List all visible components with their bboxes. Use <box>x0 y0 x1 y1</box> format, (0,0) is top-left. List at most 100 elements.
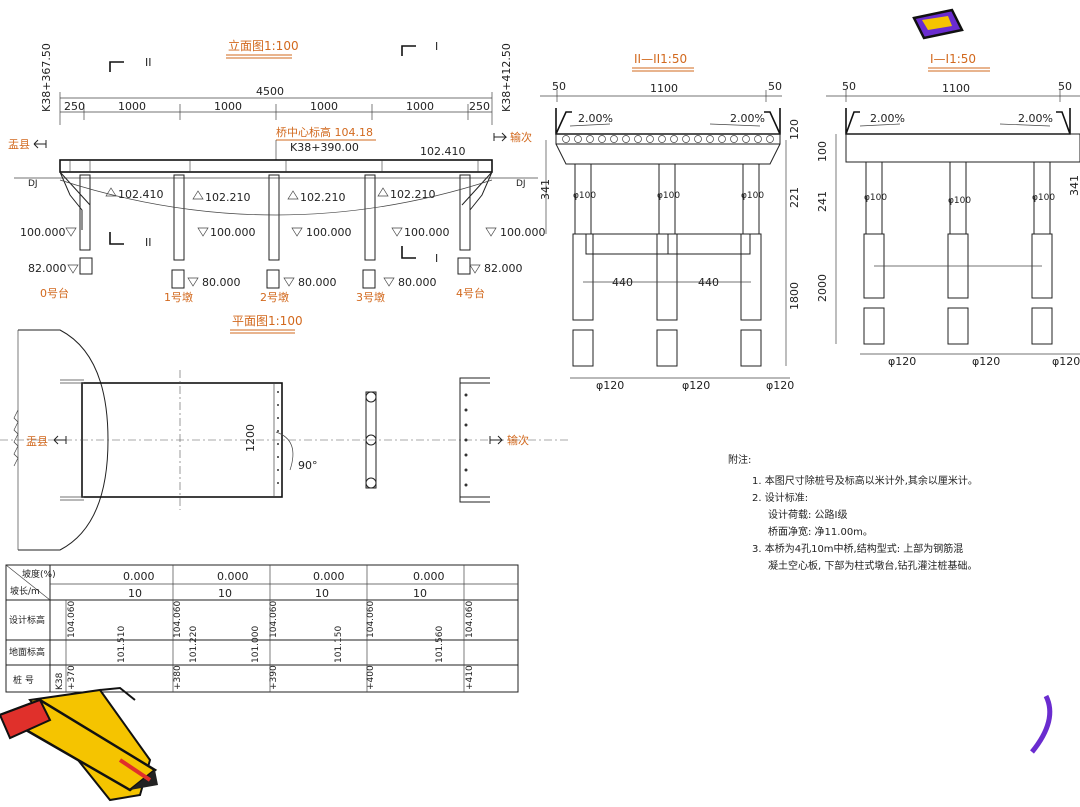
section-i-height-2000: 2000 <box>816 274 829 302</box>
ground-elev-1: 102.410 <box>118 188 164 201</box>
ground-elev-table-3: 101.000 <box>251 626 261 663</box>
plan-width: 1200 <box>244 424 257 452</box>
design-elev-3: 104.060 <box>269 601 279 638</box>
note-2: 2. 设计标准: <box>752 493 809 504</box>
deck-right-elevation: 102.410 <box>420 145 466 158</box>
pile-bottom-elev-1: 80.000 <box>202 276 241 289</box>
section-ii-col-diam-1: φ100 <box>573 191 596 201</box>
section-i-slope-right: 2.00% <box>1018 112 1053 125</box>
center-station: K38+390.00 <box>290 141 359 154</box>
pile-top-elev-0: 100.000 <box>20 226 66 239</box>
station-1: +370 <box>67 665 77 690</box>
table-length-1: 10 <box>128 587 142 600</box>
note-2b: 桥面净宽: 净11.00m。 <box>768 527 873 538</box>
section-i-title: I—I1:50 <box>930 52 976 66</box>
section-i-col-diam-2: φ100 <box>948 196 971 206</box>
pile-top-elev-1: 100.000 <box>210 226 256 239</box>
row-label-design: 设计标高 <box>9 614 45 626</box>
table-slope-4: 0.000 <box>413 570 445 583</box>
table-slope-1: 0.000 <box>123 570 155 583</box>
dim-span-1: 1000 <box>118 100 146 113</box>
section-mark-ii-top: II <box>145 56 152 69</box>
row-label-station: 桩 号 <box>13 674 34 686</box>
dim-span-4: 1000 <box>406 100 434 113</box>
table-length-3: 10 <box>315 587 329 600</box>
pile-bottom-elev-4: 82.000 <box>484 262 523 275</box>
section-ii-slope-right: 2.00% <box>730 112 765 125</box>
pile-bottom-elev-2: 80.000 <box>298 276 337 289</box>
ground-elev-table-5: 101.560 <box>435 626 445 663</box>
ground-elev-3: 102.210 <box>300 191 346 204</box>
section-i-pile-diam-3: φ120 <box>1052 355 1080 368</box>
pile-bottom-elev-3: 80.000 <box>398 276 437 289</box>
design-elev-5: 104.060 <box>465 601 475 638</box>
section-ii-title: II—II1:50 <box>634 52 687 66</box>
ground-elev-table-1: 101.510 <box>117 626 127 663</box>
section-ii-slope-left: 2.00% <box>578 112 613 125</box>
elevation-title: 立面图1:100 <box>228 38 299 53</box>
station-right: K38+412.50 <box>500 43 513 112</box>
section-ii-height-221: 221 <box>788 187 801 208</box>
section-ii-deck-depth: 120 <box>788 119 801 140</box>
section-ii-dim-right: 50 <box>768 80 782 93</box>
table-corner-length: 坡长/m <box>10 585 40 597</box>
section-ii-dim-mid: 1100 <box>650 82 678 95</box>
design-elev-4: 104.060 <box>366 601 376 638</box>
support-2: 2号墩 <box>260 290 289 304</box>
section-ii-view: II—II1:50 50 1100 50 2.00% 2.00% 120 <box>539 52 801 392</box>
section-ii-spacing-1: 440 <box>612 276 633 289</box>
section-ii-dim-left: 50 <box>552 80 566 93</box>
section-i-deck-depth: 100 <box>816 141 829 162</box>
deck-slab <box>59 159 493 173</box>
design-elev-1: 104.060 <box>67 601 77 638</box>
notes-block: 附注: 1. 本图尺寸除桩号及标高以米计外,其余以厘米计。 2. 设计标准: 设… <box>728 452 1068 575</box>
section-ii-pile-diam-2: φ120 <box>682 379 710 392</box>
support-3: 3号墩 <box>356 290 385 304</box>
ground-elev-2: 102.210 <box>205 191 251 204</box>
note-1: 1. 本图尺寸除桩号及标高以米计外,其余以厘米计。 <box>752 476 978 487</box>
profile-table: 坡度(%) 坡长/m 0.000 0.000 0.000 0.000 10 10… <box>5 564 519 693</box>
section-i-height-341: 341 <box>1068 175 1080 196</box>
design-elev-2: 104.060 <box>173 601 183 638</box>
notes-heading: 附注: <box>728 455 752 466</box>
section-ii-height-1800: 1800 <box>788 282 801 310</box>
dim-end-left: 250 <box>64 100 85 113</box>
plan-view: 平面图1:100 1200 90° 盂县 输次 <box>0 314 570 551</box>
pile-top-elev-3: 100.000 <box>404 226 450 239</box>
dim-span-2: 1000 <box>214 100 242 113</box>
note-2a: 设计荷载: 公路Ⅰ级 <box>768 510 848 521</box>
pencil-clipart <box>0 686 158 802</box>
section-ii-pile-diam-1: φ120 <box>596 379 624 392</box>
section-i-view: I—I1:50 50 1100 50 2.00% 2.00% 100 241 2… <box>816 52 1080 368</box>
station-4: +400 <box>366 665 376 690</box>
table-slope-3: 0.000 <box>313 570 345 583</box>
total-span: 4500 <box>256 85 284 98</box>
table-corner-slope: 坡度(%) <box>22 568 56 580</box>
support-4: 4号台 <box>456 286 485 300</box>
elevation-view: 立面图1:100 II I K38+367.50 K38+412.50 4500… <box>8 38 546 304</box>
note-3: 3. 本桥为4孔10m中桥,结构型式: 上部为钢筋混 <box>752 544 964 555</box>
section-i-col-diam-3: φ100 <box>1032 193 1055 203</box>
station-2: +380 <box>173 665 183 690</box>
station-3: +390 <box>269 665 279 690</box>
ground-elev-table-4: 101.150 <box>334 626 344 663</box>
center-elevation: 桥中心标高 104.18 <box>276 125 373 139</box>
svg-text:DJ: DJ <box>28 179 38 189</box>
section-mark-ii-bottom: II <box>145 236 152 249</box>
direction-right: 输次 <box>510 130 532 144</box>
station-left: K38+367.50 <box>40 43 53 112</box>
section-i-dim-right: 50 <box>1058 80 1072 93</box>
support-0: 0号台 <box>40 286 69 300</box>
section-i-slope-left: 2.00% <box>870 112 905 125</box>
pile-bottom-elev-0: 82.000 <box>28 262 67 275</box>
plan-angle: 90° <box>298 459 318 472</box>
pier-columns <box>79 174 471 289</box>
plan-title: 平面图1:100 <box>232 314 303 328</box>
section-i-pile-diam-1: φ120 <box>888 355 916 368</box>
ground-elev-4: 102.210 <box>390 188 436 201</box>
section-ii-col-diam-3: φ100 <box>741 191 764 201</box>
plan-direction-right: 输次 <box>507 433 529 447</box>
section-i-col-diam-1: φ100 <box>864 193 887 203</box>
ground-elev-table-2: 101.220 <box>189 626 199 663</box>
